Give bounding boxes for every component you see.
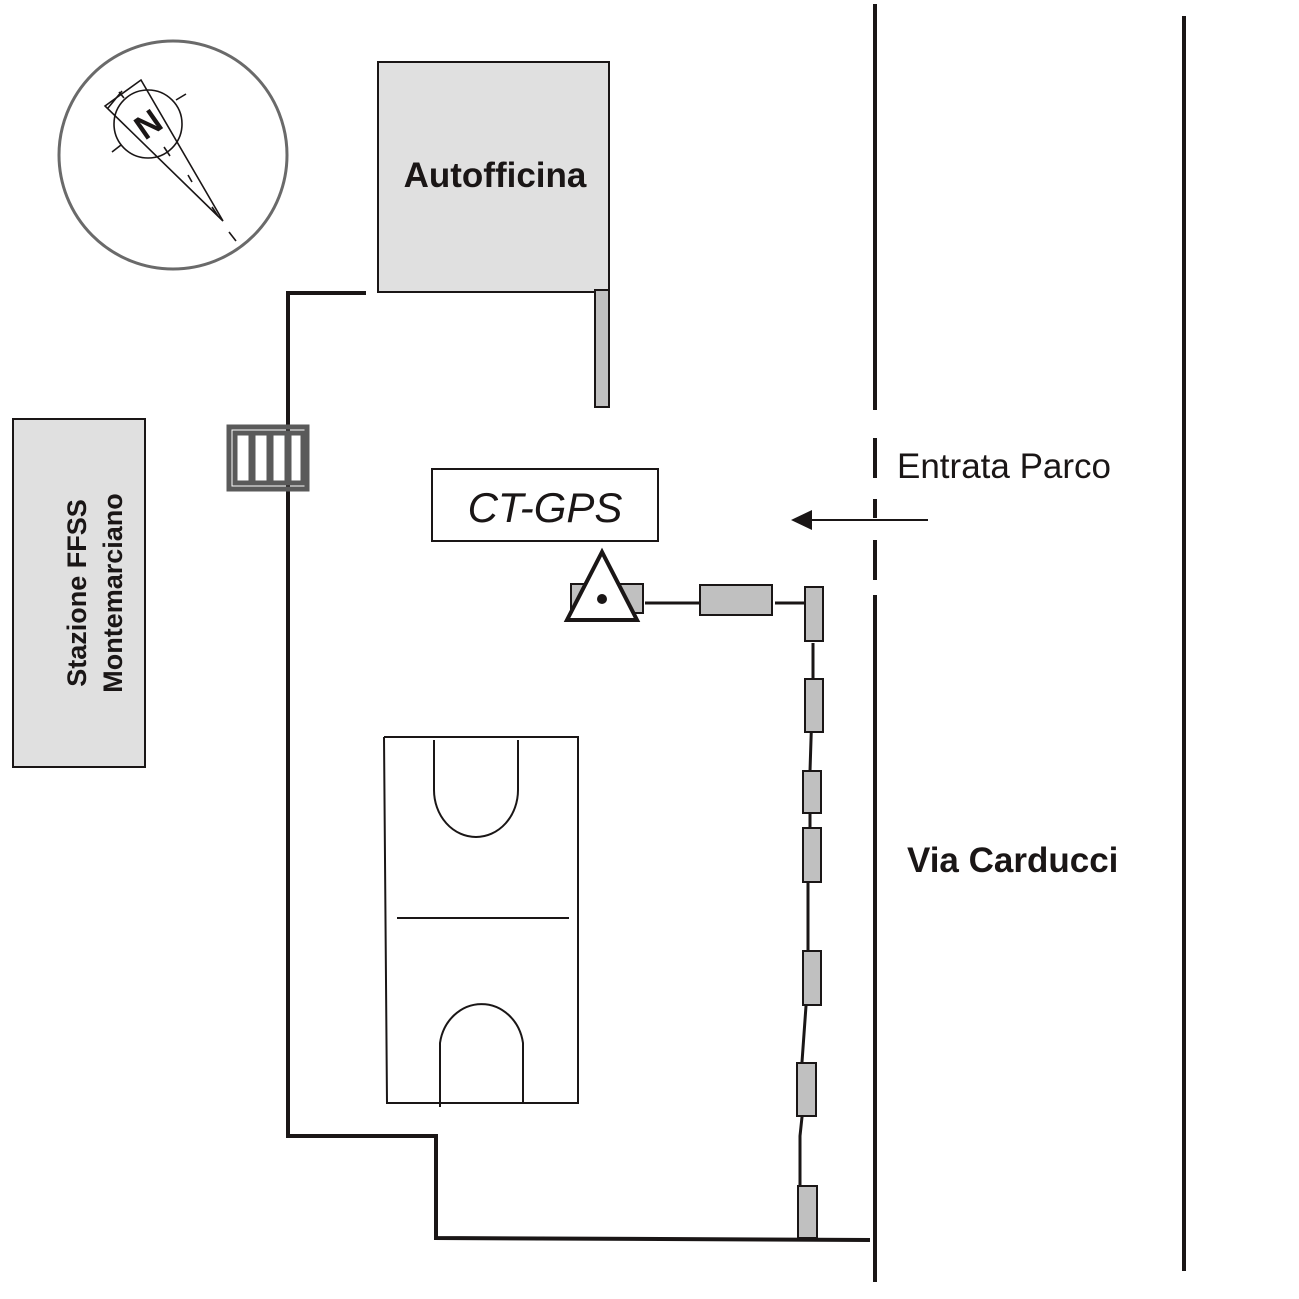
arrow-left-icon xyxy=(791,510,928,530)
fence-post xyxy=(699,584,773,616)
ct-gps-label: CT-GPS xyxy=(468,484,623,531)
road xyxy=(873,4,1186,1282)
fence-post xyxy=(797,1185,818,1239)
compass: N xyxy=(57,39,289,271)
autofficina-building: Autofficina xyxy=(377,61,610,293)
compass-ring xyxy=(57,39,289,271)
fence-post xyxy=(802,770,822,814)
fence-post xyxy=(802,950,822,1006)
park-boundary xyxy=(286,291,871,1242)
fence-post xyxy=(796,1062,817,1117)
ct-gps-label-box: CT-GPS xyxy=(431,468,659,542)
station-label-line1: Stazione FFSS xyxy=(62,499,92,687)
fence-post xyxy=(804,586,824,642)
fence xyxy=(570,583,824,1239)
compass-north-label: N xyxy=(128,102,170,147)
wall-segment xyxy=(594,289,610,408)
basketball-court xyxy=(383,736,579,1107)
street-label: Via Carducci xyxy=(907,841,1118,880)
north-arrow-icon xyxy=(103,78,237,242)
gate-icon xyxy=(226,424,310,492)
entrance-label: Entrata Parco xyxy=(897,447,1111,486)
station-building: Stazione FFSS Montemarciano xyxy=(12,418,146,768)
autofficina-label: Autofficina xyxy=(404,156,587,195)
fence-post xyxy=(802,827,822,883)
station-label-line2: Montemarciano xyxy=(98,493,128,693)
fence-post xyxy=(804,678,824,733)
survey-triangle-icon xyxy=(563,547,641,622)
